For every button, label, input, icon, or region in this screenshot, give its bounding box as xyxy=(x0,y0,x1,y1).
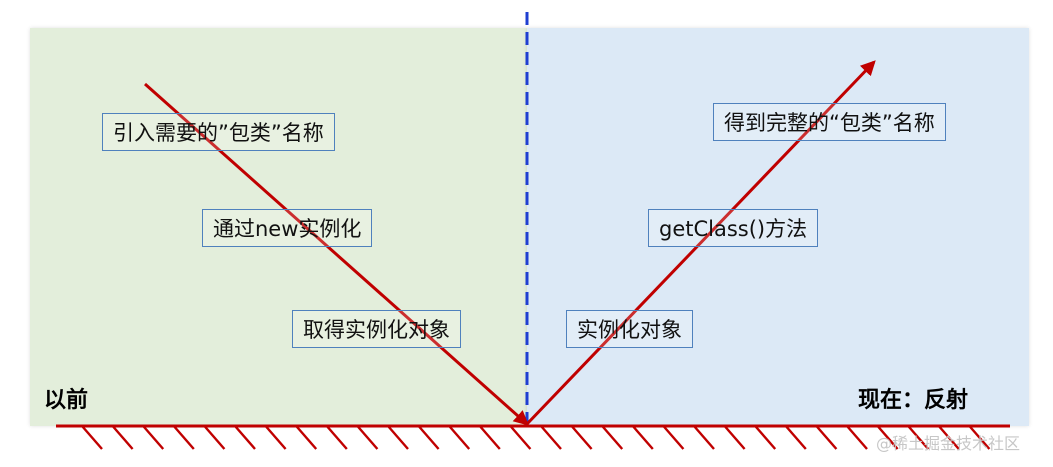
left-step-get-object: 取得实例化对象 xyxy=(292,310,461,348)
hatch-mark xyxy=(81,425,103,450)
hatch-mark xyxy=(601,425,624,450)
hatch-mark xyxy=(723,425,746,450)
hatch-mark xyxy=(846,425,868,450)
left-step-new-instance: 通过new实例化 xyxy=(202,209,373,247)
hatch-mark xyxy=(907,425,930,450)
hatch-mark xyxy=(264,425,287,450)
hatch-mark xyxy=(784,425,807,450)
right-step-getclass: getClass()方法 xyxy=(648,209,819,247)
hatch-mark xyxy=(387,425,409,450)
right-panel xyxy=(527,28,1029,426)
hatch-mark xyxy=(356,425,379,450)
hatch-mark xyxy=(693,425,715,450)
hatch-mark xyxy=(295,425,318,450)
watermark: @稀土掘金技术社区 xyxy=(876,434,1021,453)
hatch-mark xyxy=(509,425,532,450)
right-step-object: 实例化对象 xyxy=(566,310,693,348)
hatch-mark xyxy=(968,425,991,450)
hatch-mark xyxy=(662,425,685,450)
hatch-mark xyxy=(478,425,501,450)
right-step-full-name: 得到完整的“包类”名称 xyxy=(713,103,946,141)
hatch-mark xyxy=(937,425,960,450)
left-panel xyxy=(30,28,527,426)
hatch-mark xyxy=(754,425,777,450)
hatch-mark xyxy=(448,425,471,450)
ground-hatching xyxy=(81,425,991,450)
hatch-mark xyxy=(876,425,899,450)
right-title: 现在：反射 xyxy=(858,388,969,413)
hatch-mark xyxy=(417,425,440,450)
hatch-mark xyxy=(111,425,134,450)
hatch-mark xyxy=(540,425,562,450)
incoming-arrow xyxy=(144,82,529,426)
hatch-mark xyxy=(203,425,226,450)
left-title: 以前 xyxy=(44,388,89,413)
hatch-mark xyxy=(815,425,838,450)
left-step-import-name: 引入需要的”包类”名称 xyxy=(102,113,335,151)
hatch-mark xyxy=(325,425,348,450)
hatch-mark xyxy=(172,425,195,450)
hatch-mark xyxy=(234,425,256,450)
hatch-mark xyxy=(142,425,165,450)
hatch-mark xyxy=(570,425,593,450)
hatch-mark xyxy=(631,425,654,450)
outgoing-arrow xyxy=(525,60,876,426)
